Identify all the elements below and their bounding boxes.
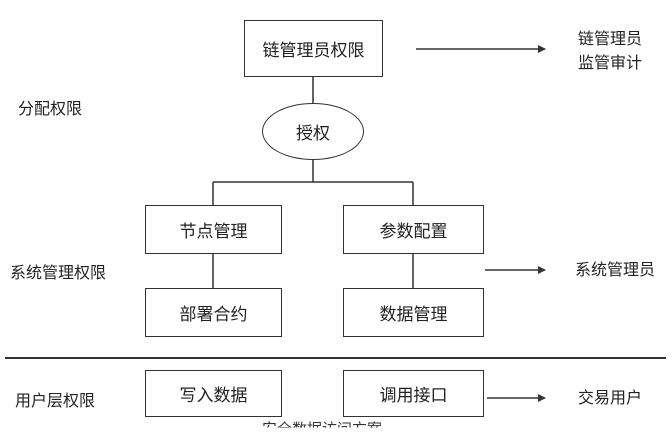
node-authorize-label: 授权 xyxy=(296,124,330,144)
node-param-config-label: 参数配置 xyxy=(379,222,448,242)
node-data-management: 数据管理 xyxy=(343,288,484,337)
node-chain-admin-label: 链管理员权限 xyxy=(262,41,365,61)
node-write-data-label: 写入数据 xyxy=(179,386,248,406)
node-data-management-label: 数据管理 xyxy=(379,305,448,325)
role-chain-admin-line1: 链管理员 xyxy=(577,29,642,48)
role-chain-admin: 链管理员 监管审计 xyxy=(560,27,660,75)
role-chain-admin-line2: 监管审计 xyxy=(577,53,642,72)
node-write-data: 写入数据 xyxy=(145,370,282,417)
node-chain-admin: 链管理员权限 xyxy=(244,20,383,77)
node-node-management: 节点管理 xyxy=(145,205,282,254)
diagram-caption: 安全数据访问方案 xyxy=(262,420,383,438)
node-call-api-label: 调用接口 xyxy=(379,386,448,406)
node-authorize: 授权 xyxy=(262,103,364,160)
node-param-config: 参数配置 xyxy=(343,205,484,254)
node-deploy-contract: 部署合约 xyxy=(145,288,282,337)
section-label-assign: 分配权限 xyxy=(18,99,83,118)
role-system-admin: 系统管理员 xyxy=(574,260,655,279)
node-call-api: 调用接口 xyxy=(343,370,484,417)
section-label-system: 系统管理权限 xyxy=(10,263,107,282)
node-node-management-label: 节点管理 xyxy=(179,222,248,242)
section-label-user: 用户层权限 xyxy=(15,391,96,410)
node-deploy-contract-label: 部署合约 xyxy=(179,305,248,325)
role-trade-user: 交易用户 xyxy=(577,388,642,407)
